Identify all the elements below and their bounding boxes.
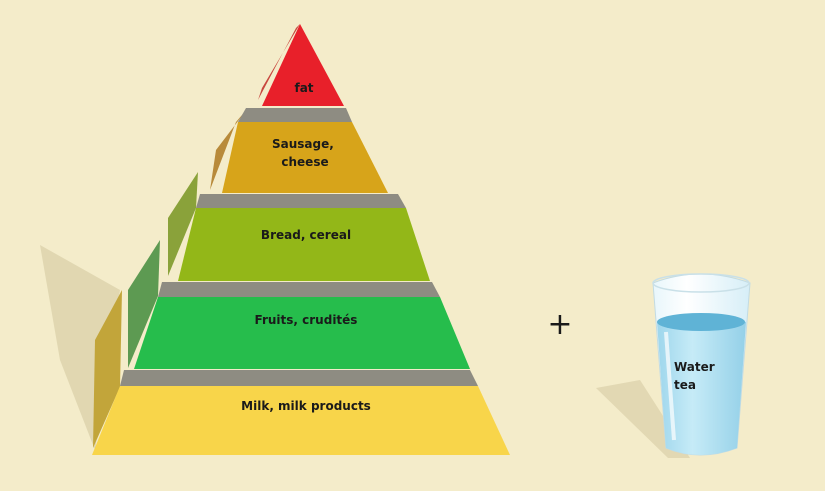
tier-bread-face — [178, 208, 430, 281]
glass-liquid — [657, 315, 746, 455]
tier-milk-label-line: Milk, milk products — [241, 399, 371, 413]
tier-fruits-side — [128, 240, 160, 368]
tier-sausage-label-line-1: Sausage, — [272, 137, 334, 151]
water-surface — [657, 313, 745, 331]
tier-fruits-label-line: Fruits, crudités — [255, 313, 358, 327]
tier-bread-side — [168, 172, 198, 276]
pyramid-tier-bread: Bread, cereal — [168, 172, 430, 281]
tier-fat-face — [262, 24, 344, 106]
tier-bread-step — [196, 194, 406, 208]
glass-highlight — [664, 331, 676, 441]
pyramid-tier-fruits: Fruits, crudités — [128, 240, 470, 369]
tier-sausage-label: Sausage, cheese — [272, 137, 338, 169]
tier-sausage-face — [222, 122, 388, 193]
tier-bread-label-line: Bread, cereal — [261, 228, 351, 242]
plus-sign: + — [547, 307, 572, 342]
pyramid-tier-fat: fat — [258, 24, 344, 106]
tier-fat-label-line: fat — [294, 81, 313, 95]
tier-milk-face — [92, 386, 510, 455]
glass-rim — [652, 273, 750, 293]
glass-label-line-1: Water — [674, 360, 715, 374]
tier-milk-step — [120, 370, 478, 386]
tier-milk-side — [93, 290, 122, 448]
pyramid: Milk, milk products Fruits, crudités Bre… — [92, 24, 510, 455]
tier-fat-label: fat — [294, 81, 313, 95]
tier-fruits-face — [134, 297, 470, 369]
tier-sausage-label-line-2: cheese — [281, 155, 328, 169]
tier-milk-label: Milk, milk products — [241, 399, 371, 413]
tier-fruits-label: Fruits, crudités — [255, 313, 358, 327]
glass-label-line-2: tea — [674, 378, 696, 392]
tier-bread-label: Bread, cereal — [261, 228, 351, 242]
tier-sausage-side — [210, 108, 248, 190]
tier-sausage-step — [238, 108, 352, 122]
glass-label: Water tea — [674, 360, 719, 392]
water-glass: Water tea — [596, 273, 751, 458]
tier-fruits-step — [158, 282, 440, 297]
pyramid-tier-sausage: Sausage, cheese — [210, 108, 388, 193]
pyramid-tier-milk: Milk, milk products — [92, 290, 510, 455]
